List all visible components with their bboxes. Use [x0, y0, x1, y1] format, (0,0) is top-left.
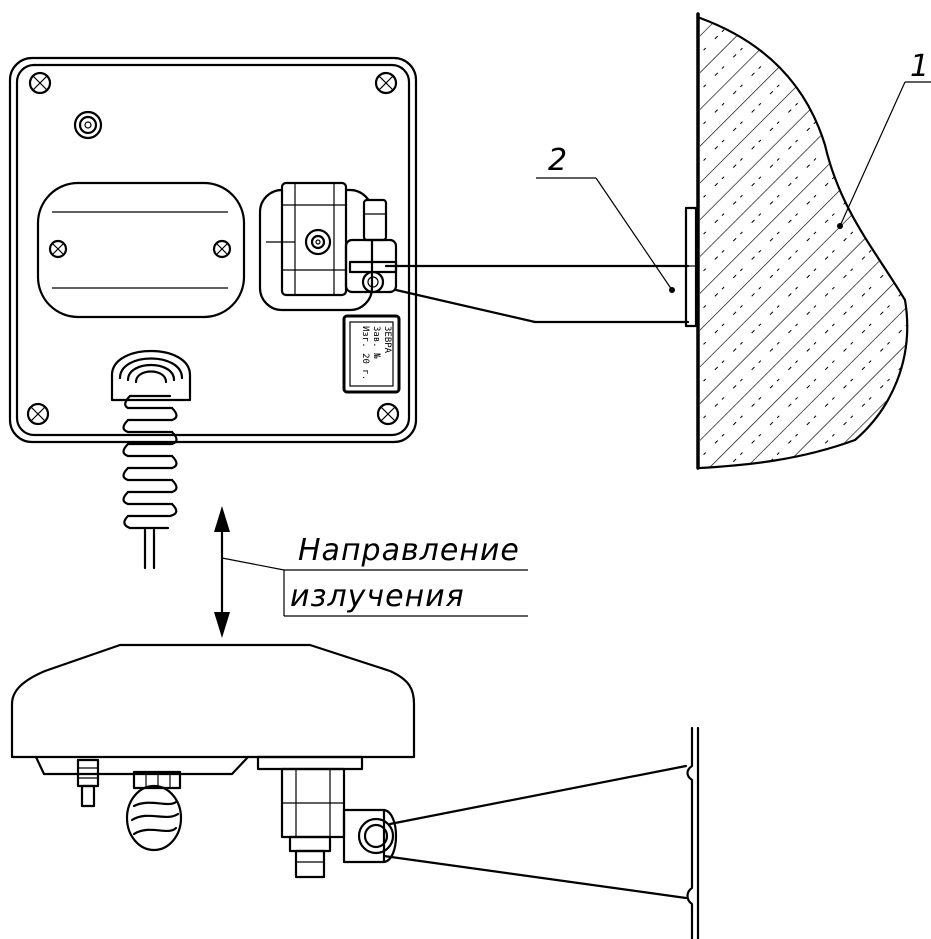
- lens-screw-icon: [48, 239, 68, 259]
- cable-spring: [122, 394, 178, 570]
- callout-2: 2: [536, 143, 675, 293]
- mount-bolt-top: [362, 198, 388, 242]
- caption-line-1: Направление: [298, 533, 520, 568]
- nameplate-line-2: Зав. №: [371, 326, 381, 359]
- corner-screw-icon: [28, 71, 52, 95]
- sealing-plug-icon: [73, 110, 103, 140]
- housing-inner: [15, 63, 411, 437]
- base-plate-left: [34, 755, 250, 776]
- wall: [696, 12, 909, 470]
- lens-window: [36, 181, 246, 319]
- corner-screw-icon: [374, 71, 398, 95]
- housing-outer: [8, 56, 418, 444]
- bracket-arm-side-top: [388, 764, 688, 826]
- direction-leader: [221, 557, 285, 571]
- bracket-arm-side-bottom: [382, 854, 688, 900]
- lens-screw-icon: [212, 239, 232, 259]
- wall-break-line: [698, 16, 909, 470]
- side-cable-gland: [125, 770, 183, 852]
- arrow-down-icon: [214, 612, 230, 638]
- caption-line-2: излучения: [290, 579, 465, 614]
- side-bolt: [76, 758, 100, 808]
- bracket-arm-front: [384, 206, 698, 328]
- dome-housing: [10, 643, 416, 759]
- side-mount: [280, 767, 397, 879]
- callout-2-dot: [669, 287, 675, 293]
- arrow-up-icon: [214, 506, 230, 532]
- nameplate: ЗЕВРА Зав. № Изг. 20 г.: [342, 314, 401, 394]
- detector-side-view: [10, 643, 700, 939]
- detector-front-view: ЗЕВРА Зав. № Изг. 20 г.: [8, 56, 418, 570]
- wall-section-hatched: [700, 18, 908, 468]
- corner-screw-icon: [376, 402, 400, 426]
- callout-1-label: 1: [910, 49, 929, 84]
- callout-1-leader: [839, 81, 906, 227]
- callout-2-label: 2: [548, 143, 567, 178]
- callout-1: 1: [837, 49, 931, 229]
- wall-flange-side: [686, 726, 694, 939]
- callout-2-leader: [595, 177, 673, 291]
- pivot-eye: [382, 808, 397, 864]
- base-plate-right: [256, 755, 364, 771]
- cable-gland: [110, 349, 192, 402]
- mount-nut-icon: [304, 228, 332, 256]
- radiation-direction: Направление излучения: [214, 506, 528, 638]
- callout-1-dot: [837, 223, 843, 229]
- nameplate-line-3: Изг. 20 г.: [360, 326, 370, 380]
- corner-screw-icon: [26, 402, 50, 426]
- mount-bracket: [258, 181, 398, 312]
- wall-flange-front: [684, 206, 698, 328]
- nameplate-line-1: ЗЕВРА: [382, 326, 392, 354]
- pivot-pin-icon: [357, 817, 395, 855]
